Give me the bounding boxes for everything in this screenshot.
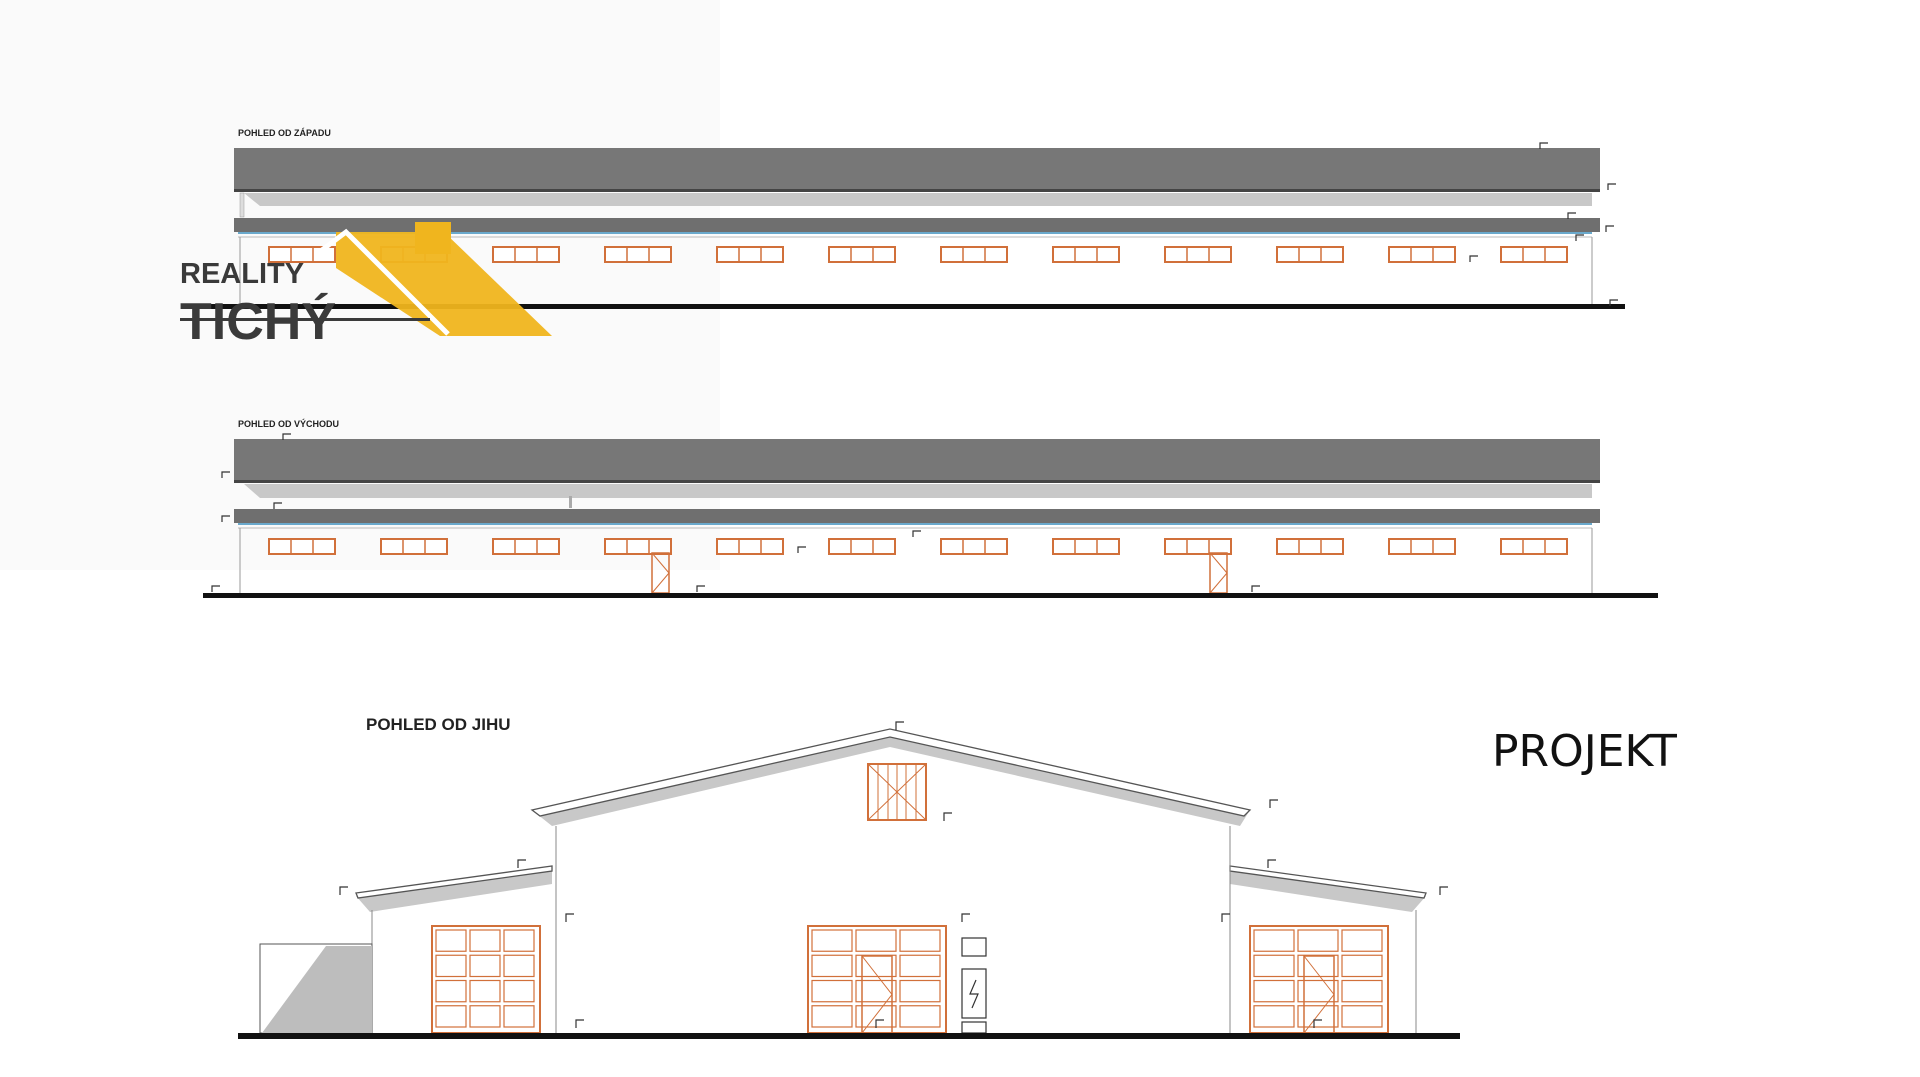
garage-panel bbox=[1297, 929, 1339, 952]
east-door-1 bbox=[651, 552, 670, 594]
window bbox=[940, 246, 1008, 263]
window bbox=[828, 538, 896, 555]
west-ground-line bbox=[185, 304, 1625, 309]
garage-panel bbox=[503, 979, 535, 1003]
east-elevation: POHLED OD VÝCHODU bbox=[203, 418, 1658, 598]
window bbox=[1388, 538, 1456, 555]
south-garage-door-right bbox=[1249, 925, 1389, 1034]
garage-panel bbox=[469, 954, 501, 978]
garage-panel bbox=[1297, 979, 1339, 1003]
window bbox=[716, 246, 784, 263]
window bbox=[1276, 538, 1344, 555]
window bbox=[492, 538, 560, 555]
south-right-roof-shadow bbox=[1230, 869, 1426, 912]
garage-panel bbox=[855, 929, 897, 952]
window bbox=[1388, 246, 1456, 263]
garage-panel bbox=[435, 1005, 467, 1028]
window bbox=[268, 538, 336, 555]
garage-panel bbox=[469, 1005, 501, 1028]
east-roof bbox=[234, 439, 1600, 481]
garage-panel bbox=[811, 929, 853, 952]
garage-panel bbox=[855, 979, 897, 1003]
window bbox=[1276, 246, 1344, 263]
south-main-roof bbox=[530, 728, 1252, 817]
window bbox=[268, 246, 336, 263]
south-left-roof bbox=[355, 865, 553, 899]
garage-panel bbox=[811, 954, 853, 978]
window bbox=[604, 538, 672, 555]
east-level-markers bbox=[211, 433, 1260, 592]
garage-panel bbox=[503, 1005, 535, 1028]
logo-text-tichy: TICHÝ bbox=[180, 292, 336, 351]
south-elevation-title: POHLED OD JIHU bbox=[366, 715, 511, 734]
garage-panel bbox=[435, 979, 467, 1003]
window bbox=[1164, 246, 1232, 263]
garage-panel bbox=[899, 954, 941, 978]
window bbox=[1052, 246, 1120, 263]
garage-panel bbox=[899, 929, 941, 952]
window bbox=[380, 538, 448, 555]
garage-panel bbox=[503, 954, 535, 978]
garage-panel bbox=[1253, 929, 1295, 952]
garage-panel bbox=[811, 1005, 853, 1028]
window bbox=[1500, 246, 1568, 263]
west-elevation-title: POHLED OD ZÁPADU bbox=[238, 128, 331, 138]
east-elevation-title: POHLED OD VÝCHODU bbox=[238, 418, 339, 429]
window bbox=[1164, 538, 1232, 555]
logo-text-reality: REALITY bbox=[180, 258, 304, 290]
garage-panel bbox=[469, 929, 501, 952]
west-roof-shadow bbox=[244, 193, 1592, 206]
south-garage-door-center bbox=[807, 925, 947, 1034]
south-garage-door-left bbox=[431, 925, 541, 1034]
garage-panel bbox=[1341, 929, 1383, 952]
south-elevation: POHLED OD JIHU bbox=[238, 715, 1460, 1039]
projekt-stamp: PROJEKT bbox=[1492, 726, 1677, 777]
garage-panel bbox=[435, 954, 467, 978]
garage-panel bbox=[1341, 954, 1383, 978]
logo-roof-shape bbox=[336, 232, 552, 336]
east-window-row bbox=[268, 538, 1568, 555]
south-ground-line bbox=[238, 1033, 1460, 1039]
south-level-markers bbox=[339, 721, 1448, 1028]
west-roof bbox=[234, 148, 1600, 190]
south-left-roof-shadow bbox=[356, 869, 552, 912]
garage-panel bbox=[469, 979, 501, 1003]
garage-panel bbox=[899, 1005, 941, 1028]
garage-panel bbox=[899, 979, 941, 1003]
south-electrical-cabinet bbox=[961, 937, 987, 1034]
window bbox=[604, 246, 672, 263]
garage-panel bbox=[1253, 954, 1295, 978]
logo-chimney bbox=[415, 222, 451, 254]
west-level-markers bbox=[1469, 142, 1618, 306]
east-canopy bbox=[234, 509, 1600, 523]
garage-panel bbox=[1253, 979, 1295, 1003]
window bbox=[716, 538, 784, 555]
east-door-2 bbox=[1209, 552, 1228, 594]
window bbox=[940, 538, 1008, 555]
garage-panel bbox=[811, 979, 853, 1003]
window bbox=[828, 246, 896, 263]
window bbox=[492, 246, 560, 263]
west-canopy bbox=[234, 218, 1600, 232]
south-side-shed-shadow bbox=[262, 946, 372, 1033]
garage-panel bbox=[1341, 979, 1383, 1003]
garage-panel bbox=[1253, 1005, 1295, 1028]
reality-tichy-logo: REALITY TICHÝ bbox=[180, 222, 552, 351]
east-roof-shadow bbox=[244, 484, 1592, 498]
window bbox=[1500, 538, 1568, 555]
east-ground-line bbox=[203, 593, 1658, 598]
window bbox=[1052, 538, 1120, 555]
garage-panel bbox=[503, 929, 535, 952]
garage-panel bbox=[1297, 1005, 1339, 1028]
lightning-icon bbox=[969, 979, 979, 1009]
garage-panel bbox=[1341, 1005, 1383, 1028]
south-gable-vent bbox=[867, 763, 927, 821]
garage-panel bbox=[435, 929, 467, 952]
